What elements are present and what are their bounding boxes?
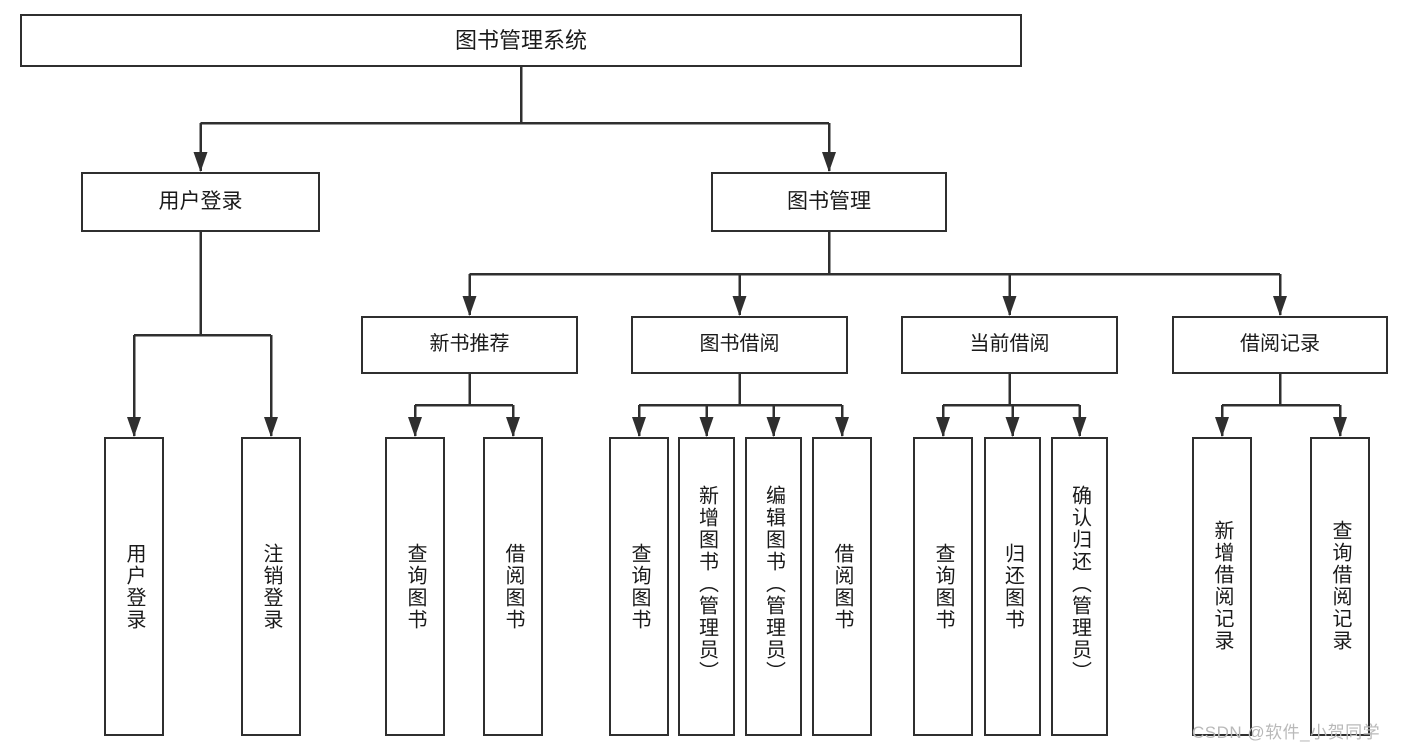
node-label: 注销登录	[260, 542, 282, 631]
arrowhead	[1273, 296, 1287, 316]
node-l-nb-borrow: 借阅图书	[483, 437, 543, 736]
arrowhead	[835, 417, 849, 437]
arrowhead	[127, 417, 141, 437]
node-label: 查询借阅记录	[1329, 519, 1351, 652]
node-label: 借阅记录	[1240, 333, 1320, 356]
node-login: 用户登录	[81, 172, 320, 232]
node-l-logout: 注销登录	[241, 437, 301, 736]
arrowhead	[264, 417, 278, 437]
arrowhead	[632, 417, 646, 437]
arrowhead	[732, 296, 747, 316]
arrowhead	[408, 417, 422, 437]
arrowhead	[766, 417, 781, 437]
node-l-bo-query: 查询图书	[609, 437, 669, 736]
node-label: 新书推荐	[429, 333, 510, 356]
node-label: 确认归还（管理员）	[1068, 485, 1091, 683]
node-label: 借阅图书	[831, 542, 853, 631]
arrowhead	[936, 417, 950, 437]
node-label: 图书管理	[787, 189, 871, 213]
node-l-cu-confirm: 确认归还（管理员）	[1051, 437, 1108, 736]
node-label: 图书管理系统	[454, 27, 587, 53]
arrowhead	[1005, 417, 1020, 437]
node-l-bo-add: 新增图书（管理员）	[678, 437, 735, 736]
node-label: 借阅图书	[502, 542, 524, 631]
node-label: 查询图书	[628, 542, 650, 631]
node-label: 当前借阅	[969, 333, 1050, 356]
node-borrow: 图书借阅	[631, 316, 848, 374]
node-label: 新增图书（管理员）	[695, 485, 718, 683]
node-l-bo-edit: 编辑图书（管理员）	[745, 437, 802, 736]
node-label: 编辑图书（管理员）	[762, 485, 785, 683]
arrowhead	[193, 152, 208, 172]
node-root: 图书管理系统	[20, 14, 1022, 67]
node-label: 查询图书	[404, 542, 426, 631]
node-l-cu-return: 归还图书	[984, 437, 1041, 736]
arrowhead	[506, 417, 520, 437]
node-records: 借阅记录	[1172, 316, 1388, 374]
node-label: 用户登录	[123, 542, 145, 631]
node-newbook: 新书推荐	[361, 316, 578, 374]
arrowhead	[1072, 417, 1087, 437]
node-l-re-query: 查询借阅记录	[1310, 437, 1370, 736]
node-label: 新增借阅记录	[1211, 519, 1233, 652]
arrowhead	[822, 152, 836, 172]
node-l-re-add: 新增借阅记录	[1192, 437, 1252, 736]
node-l-cu-query: 查询图书	[913, 437, 973, 736]
arrowhead	[1333, 417, 1347, 437]
arrowhead	[462, 296, 477, 316]
node-current: 当前借阅	[901, 316, 1118, 374]
node-label: 图书借阅	[699, 333, 780, 356]
arrowhead	[699, 417, 714, 437]
arrowhead	[1215, 417, 1229, 437]
node-l-bo-borrow: 借阅图书	[812, 437, 872, 736]
node-bookmgmt: 图书管理	[711, 172, 947, 232]
node-label: 归还图书	[1001, 542, 1024, 631]
node-label: 用户登录	[158, 189, 243, 213]
arrowhead	[1002, 296, 1017, 316]
node-l-login: 用户登录	[104, 437, 164, 736]
node-l-nb-query: 查询图书	[385, 437, 445, 736]
node-label: 查询图书	[932, 542, 954, 631]
